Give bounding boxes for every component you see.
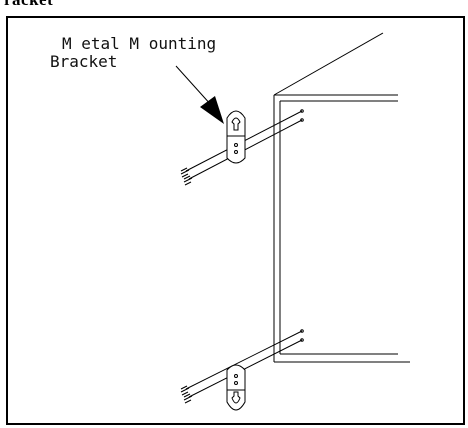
upper-bracket — [226, 110, 246, 164]
callout-label-line2: Bracket — [50, 52, 118, 71]
callout-label-line1: M etal M ounting — [62, 34, 217, 53]
diagram-frame — [6, 16, 465, 425]
cut-off-title: racket — [4, 0, 53, 5]
callout-arrowhead — [200, 96, 224, 124]
lower-bracket — [226, 364, 246, 411]
lower-screws — [180, 329, 304, 404]
cabinet-outline — [273, 32, 410, 363]
callout-leader — [175, 65, 213, 107]
